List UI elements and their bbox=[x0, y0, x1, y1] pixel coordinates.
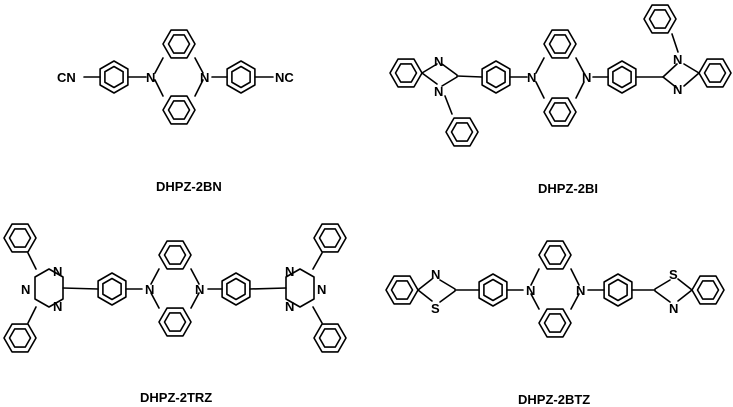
nitrogen-label: N bbox=[53, 299, 62, 314]
dihydropyrazine-ring bbox=[530, 268, 580, 310]
benzothiazole-left bbox=[385, 275, 480, 305]
nitrogen-label: N bbox=[669, 301, 678, 316]
benzene-ring bbox=[162, 95, 196, 125]
benzene-ring bbox=[481, 60, 511, 94]
dihydropyrazine-ring bbox=[154, 57, 204, 97]
benzene-ring bbox=[158, 240, 192, 270]
benzene-ring bbox=[226, 60, 256, 94]
molecule-dhpz-2trz: N N N N N N N N DHPZ-2TRZ bbox=[3, 223, 347, 405]
molecule-caption: DHPZ-2BTZ bbox=[518, 392, 590, 407]
nitrogen-label: N bbox=[431, 267, 440, 282]
benzene-ring bbox=[221, 272, 251, 306]
benzene-ring bbox=[538, 308, 572, 338]
benzene-ring bbox=[99, 60, 129, 94]
nitrogen-label: N bbox=[434, 84, 443, 99]
cyano-label: CN bbox=[57, 70, 76, 85]
benzene-ring bbox=[162, 29, 196, 59]
nitrogen-label: N bbox=[146, 70, 155, 85]
molecule-caption: DHPZ-2BI bbox=[538, 181, 598, 196]
nitrogen-label: N bbox=[527, 70, 536, 85]
molecule-dhpz-2bn: CN N N NC DHPZ-2BN bbox=[57, 29, 294, 194]
molecule-dhpz-2bi: N N N N N N DHPZ-2BI bbox=[389, 4, 732, 196]
nitrogen-label: N bbox=[21, 282, 30, 297]
nitrogen-label: N bbox=[673, 82, 682, 97]
triazine-left bbox=[3, 223, 99, 353]
molecule-dhpz-2btz: N S N N S N DHPZ-2BTZ bbox=[385, 240, 725, 407]
benzene-ring bbox=[158, 307, 192, 337]
molecule-caption: DHPZ-2BN bbox=[156, 179, 222, 194]
benzene-ring bbox=[478, 273, 508, 307]
benzimidazole-right bbox=[635, 4, 732, 89]
nitrogen-label: N bbox=[673, 52, 682, 67]
nitrogen-label: N bbox=[53, 264, 62, 279]
cyano-label: NC bbox=[275, 70, 294, 85]
sulfur-label: S bbox=[669, 267, 678, 282]
benzene-ring bbox=[97, 272, 127, 306]
benzene-ring bbox=[603, 273, 633, 307]
benzene-ring bbox=[543, 29, 577, 59]
benzene-ring bbox=[543, 97, 577, 127]
molecule-caption: DHPZ-2TRZ bbox=[140, 390, 212, 405]
benzene-ring bbox=[538, 240, 572, 270]
nitrogen-label: N bbox=[434, 54, 443, 69]
dihydropyrazine-ring bbox=[535, 57, 585, 99]
nitrogen-label: N bbox=[285, 264, 294, 279]
nitrogen-label: N bbox=[526, 283, 535, 298]
nitrogen-label: N bbox=[145, 282, 154, 297]
nitrogen-label: N bbox=[285, 299, 294, 314]
nitrogen-label: N bbox=[200, 70, 209, 85]
sulfur-label: S bbox=[431, 301, 440, 316]
nitrogen-label: N bbox=[582, 70, 591, 85]
nitrogen-label: N bbox=[317, 282, 326, 297]
nitrogen-label: N bbox=[195, 282, 204, 297]
benzimidazole-left bbox=[389, 58, 483, 147]
benzene-ring bbox=[607, 60, 637, 94]
triazine-right bbox=[249, 223, 347, 353]
dihydropyrazine-ring bbox=[150, 268, 200, 309]
nitrogen-label: N bbox=[576, 283, 585, 298]
benzothiazole-right bbox=[631, 275, 725, 305]
